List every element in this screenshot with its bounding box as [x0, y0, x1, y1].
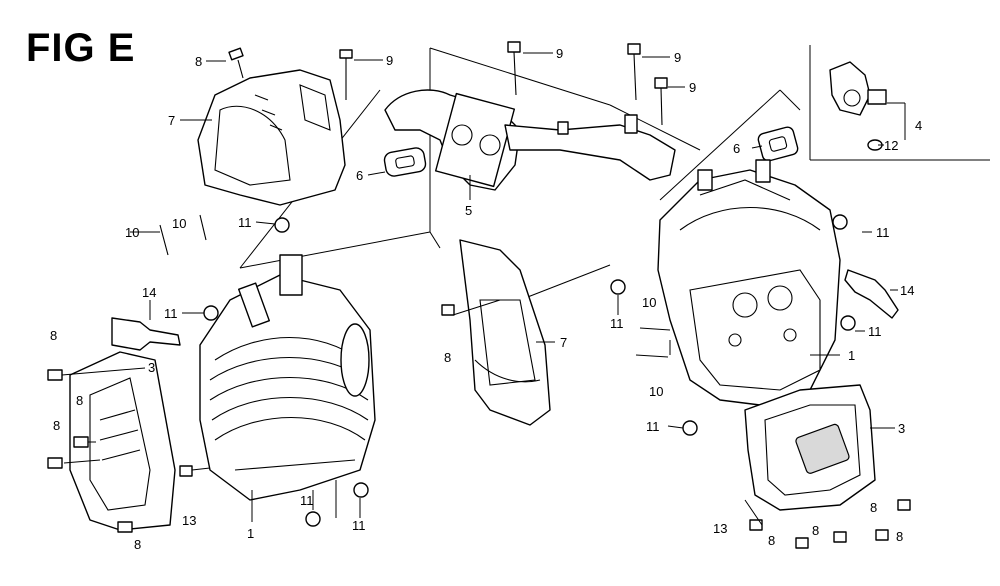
- stud-left-1[interactable]: [159, 224, 169, 256]
- nut-left-1[interactable]: [274, 217, 290, 233]
- callout-10: 10: [125, 225, 139, 240]
- nut-right-1[interactable]: [832, 214, 848, 230]
- callout-10: 10: [172, 216, 186, 231]
- callout-13: 13: [182, 513, 196, 528]
- callout-8: 8: [134, 537, 141, 552]
- callout-13: 13: [713, 521, 727, 536]
- callout-9: 9: [386, 53, 393, 68]
- callout-11: 11: [352, 518, 366, 533]
- cylinder-head-right[interactable]: [657, 159, 841, 406]
- gasket-left[interactable]: [383, 147, 427, 178]
- callout-7: 7: [168, 113, 175, 128]
- callout-5: 5: [465, 203, 472, 218]
- stud-right-1[interactable]: [639, 327, 671, 331]
- callout-8: 8: [896, 529, 903, 544]
- bolt-left-cover-2[interactable]: [73, 436, 89, 448]
- callout-8: 8: [812, 523, 819, 538]
- assembly-outline: [239, 45, 990, 301]
- nut-right-2[interactable]: [610, 279, 626, 295]
- bolt-left-cover-1[interactable]: [47, 369, 63, 381]
- bolt-top-left[interactable]: [228, 47, 244, 79]
- callout-8: 8: [53, 418, 60, 433]
- bolt-left-cover-4[interactable]: [117, 521, 133, 533]
- bolt-right-cover-2[interactable]: [875, 529, 889, 541]
- shroud-upper-left[interactable]: [197, 69, 346, 206]
- valve-cover-left[interactable]: [69, 351, 176, 531]
- fitting-assembly[interactable]: [829, 61, 887, 151]
- bolt-center-8[interactable]: [441, 304, 455, 316]
- callout-12: 12: [884, 138, 898, 153]
- valve-cover-right[interactable]: [744, 384, 876, 511]
- callout-labels: 8 9 9 9 9 7 6 6 5 4 12 11 10 10 14 11 8 …: [50, 46, 922, 552]
- bolt-right-cover-3[interactable]: [833, 531, 847, 543]
- figure-title: FIG E: [26, 26, 136, 70]
- intake-manifold[interactable]: [384, 89, 676, 191]
- shroud-center[interactable]: [459, 239, 551, 426]
- callout-1: 1: [848, 348, 855, 363]
- callout-14: 14: [142, 285, 156, 300]
- bolt-left-cover-3[interactable]: [47, 457, 63, 469]
- callout-11: 11: [876, 225, 890, 240]
- bolt-right-cover-4[interactable]: [795, 537, 809, 549]
- bolt-right-cover-1[interactable]: [897, 499, 911, 511]
- callout-10: 10: [642, 295, 656, 310]
- callout-6: 6: [733, 141, 740, 156]
- stud-left-2[interactable]: [199, 214, 207, 241]
- callout-11: 11: [164, 306, 178, 321]
- callout-9: 9: [689, 80, 696, 95]
- bolt-left-13[interactable]: [179, 465, 211, 477]
- callout-9: 9: [674, 50, 681, 65]
- callout-leaders: [61, 52, 906, 526]
- bolt-manifold-2[interactable]: [627, 43, 641, 101]
- callout-8: 8: [76, 393, 83, 408]
- spark-plug-right[interactable]: [844, 269, 899, 319]
- bolt-manifold-1[interactable]: [507, 41, 521, 96]
- nut-left-2[interactable]: [203, 305, 219, 321]
- stud-right-2[interactable]: [635, 354, 669, 358]
- gasket-right[interactable]: [757, 126, 799, 162]
- nut-left-4[interactable]: [353, 482, 369, 498]
- callout-3: 3: [898, 421, 905, 436]
- callout-1: 1: [247, 526, 254, 541]
- callout-4: 4: [915, 118, 922, 133]
- nut-right-3[interactable]: [840, 315, 856, 331]
- callout-3: 3: [148, 360, 155, 375]
- bolt-top-center-left[interactable]: [339, 49, 353, 100]
- spark-plug-left[interactable]: [111, 317, 181, 351]
- callout-9: 9: [556, 46, 563, 61]
- callout-7: 7: [560, 335, 567, 350]
- callout-11: 11: [300, 493, 314, 508]
- nut-left-3[interactable]: [305, 511, 321, 527]
- callout-8: 8: [870, 500, 877, 515]
- callout-10: 10: [649, 384, 663, 399]
- cylinder-head-left[interactable]: [199, 254, 376, 501]
- callout-6: 6: [356, 168, 363, 183]
- callout-11: 11: [238, 215, 252, 230]
- bolt-manifold-3[interactable]: [654, 77, 668, 126]
- callout-11: 11: [868, 324, 882, 339]
- callout-8: 8: [50, 328, 57, 343]
- callout-14: 14: [900, 283, 914, 298]
- callout-8: 8: [195, 54, 202, 69]
- callout-8: 8: [444, 350, 451, 365]
- callout-11: 11: [646, 419, 660, 434]
- callout-11: 11: [610, 316, 624, 331]
- callout-8: 8: [768, 533, 775, 548]
- nut-right-4[interactable]: [682, 420, 698, 436]
